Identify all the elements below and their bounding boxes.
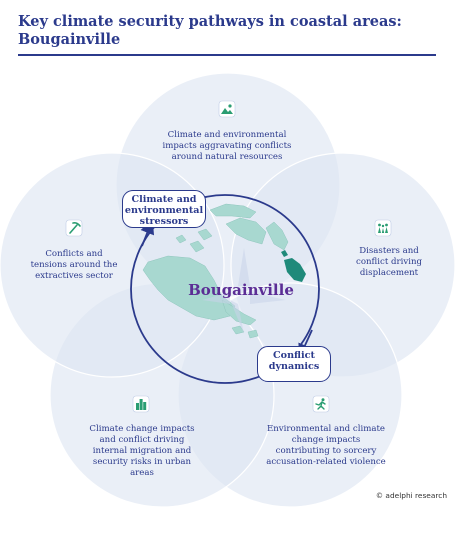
buka-island bbox=[281, 250, 288, 257]
pickaxe-icon bbox=[65, 219, 83, 237]
page-title: Key climate security pathways in coastal… bbox=[18, 13, 402, 48]
runner-icon bbox=[312, 395, 330, 413]
center-star-rays bbox=[202, 248, 286, 334]
conflict-dynamics-box: Conflict dynamics bbox=[257, 346, 331, 382]
copyright-credit: © adelphi research bbox=[375, 491, 447, 500]
pathway-right-text: Disasters and conflict driving displacem… bbox=[356, 246, 422, 278]
cycle-arrow-counterclockwise bbox=[140, 219, 155, 247]
center-label-bougainville: Bougainville bbox=[188, 281, 294, 299]
stressors-box: Climate and environmental stressors bbox=[122, 190, 206, 228]
title-divider bbox=[18, 54, 436, 56]
cycle-ring bbox=[130, 194, 320, 384]
pathway-left-text: Conflicts and tensions around the extrac… bbox=[30, 249, 118, 281]
bougainville-island bbox=[284, 258, 306, 282]
landscape-icon bbox=[218, 100, 236, 118]
pathway-top-text: Climate and environmental impacts aggrav… bbox=[162, 130, 292, 162]
family-icon bbox=[374, 219, 392, 237]
city-icon bbox=[132, 395, 150, 413]
pathway-bottom-left-text: Climate change impacts and conflict driv… bbox=[89, 424, 195, 478]
pathway-bottom-right-text: Environmental and climate change impacts… bbox=[266, 424, 386, 467]
